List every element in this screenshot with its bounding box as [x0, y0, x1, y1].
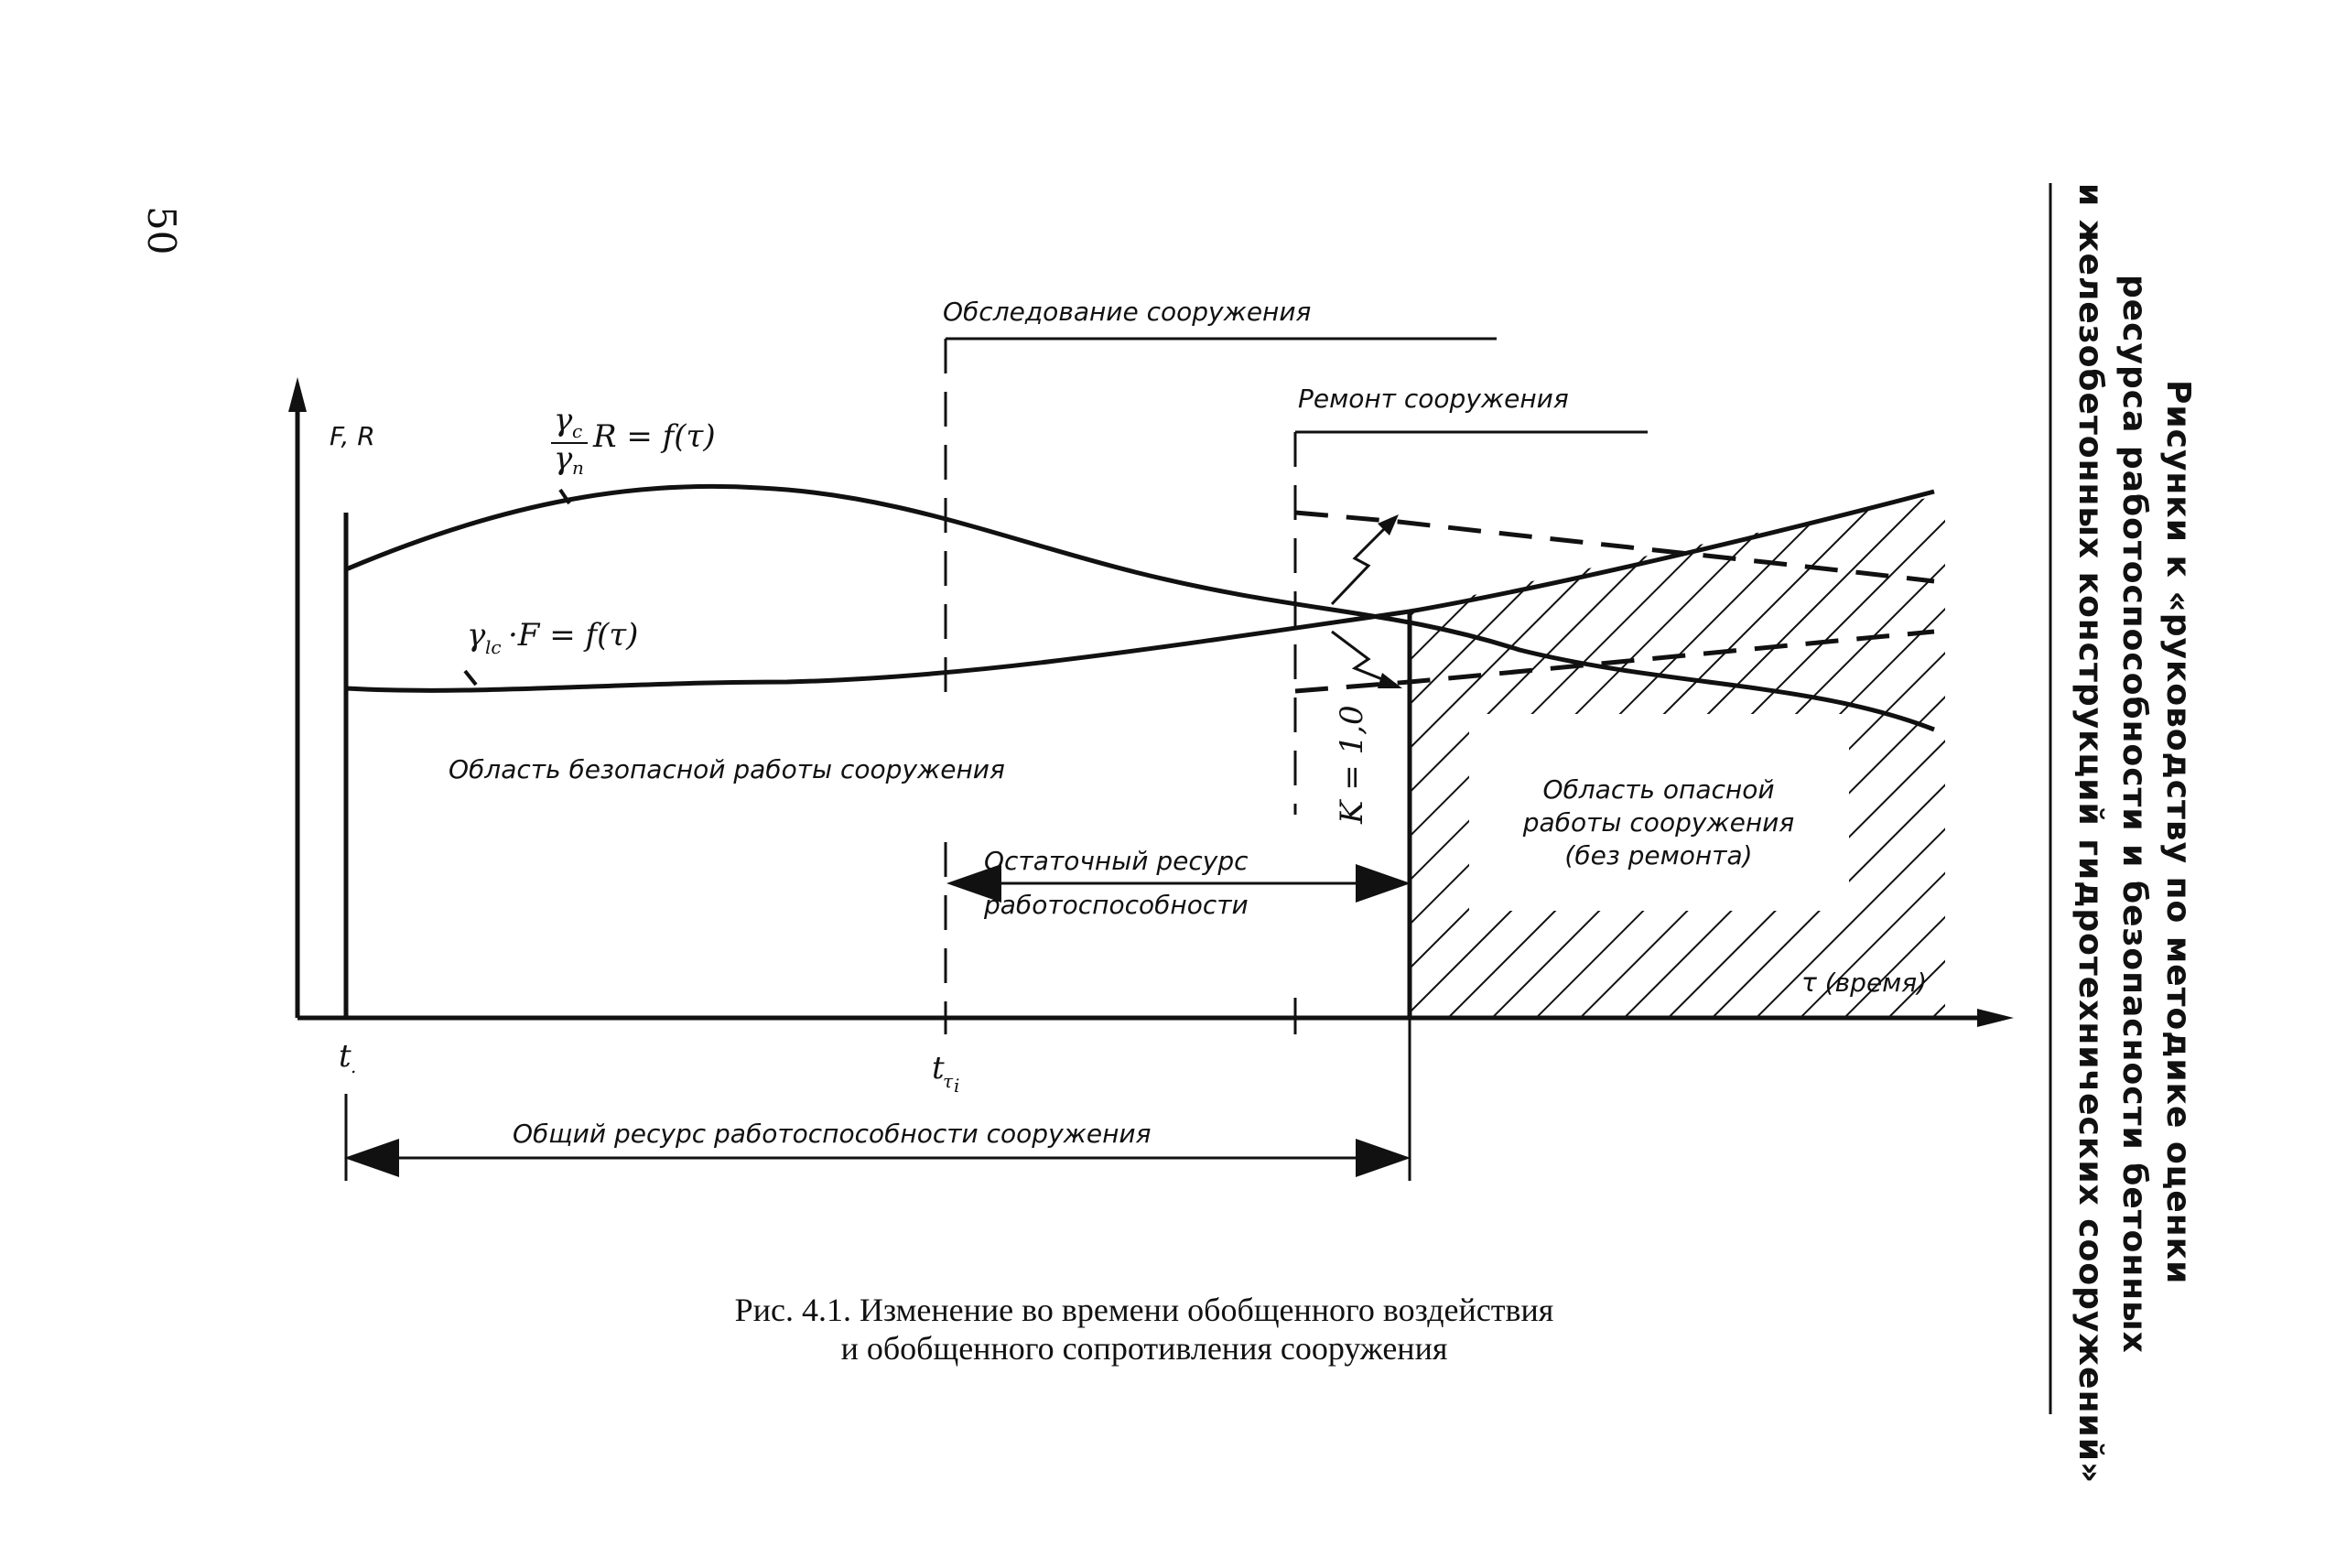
residual-label: Остаточный ресурс работоспособности	[983, 846, 1249, 920]
svg-text:работы сооружения: работы сооружения	[1522, 807, 1794, 838]
survey-label: Обследование сооружения	[943, 297, 1311, 327]
svg-text:·F = f(τ): ·F = f(τ)	[508, 617, 638, 654]
x-axis-arrow	[1977, 1009, 2014, 1027]
side-title: Рисунки к «руководству по методике оценк…	[2049, 183, 2197, 1484]
svg-text:(без ремонта): (без ремонта)	[1564, 840, 1752, 871]
repair-label: Ремонт сооружения	[1298, 384, 1569, 414]
repaired-resistance	[1294, 510, 1935, 584]
svg-text:γ: γ	[554, 402, 573, 438]
total-label: Общий ресурс работоспособности сооружени…	[513, 1119, 1151, 1149]
t0-tick-label: t .	[339, 1038, 356, 1077]
k-label: K = 1,0	[1334, 705, 1370, 825]
figure-caption: Рис. 4.1. Изменение во времени обобщенно…	[641, 1291, 1648, 1368]
resistance-label: γ c γ n R = f(τ)	[551, 402, 716, 505]
svg-text:n: n	[572, 457, 584, 479]
x-axis-label: τ (время)	[1801, 968, 1927, 998]
k-arrow-top	[1330, 518, 1395, 606]
side-title-line3: и железобетонных конструкций гидротехнич…	[2071, 183, 2109, 1484]
svg-text:Остаточный ресурс: Остаточный ресурс	[984, 846, 1249, 876]
y-axis-arrow	[288, 377, 307, 412]
svg-text:t: t	[339, 1038, 351, 1075]
side-title-line2: ресурса работоспособности и безопасности…	[2115, 275, 2153, 1354]
svg-text:.: .	[351, 1055, 356, 1077]
svg-text:γ: γ	[554, 440, 573, 477]
page-number: 50	[139, 206, 184, 254]
svg-text:lc: lc	[485, 636, 502, 658]
svg-text:i: i	[954, 1075, 959, 1097]
side-title-line1: Рисунки к «руководству по методике оценк…	[2159, 380, 2197, 1284]
caption-line2: и обобщенного сопротивления сооружения	[840, 1330, 1448, 1367]
svg-text:γ: γ	[467, 617, 486, 654]
svg-text:работоспособности: работоспособности	[983, 890, 1249, 920]
svg-text:t: t	[932, 1050, 945, 1087]
svg-text:τ: τ	[943, 1070, 954, 1092]
safe-region-label: Область безопасной работы сооружения	[449, 754, 1005, 784]
svg-text:Область опасной: Область опасной	[1542, 774, 1774, 805]
action-label: γ lc ·F = f(τ)	[463, 617, 638, 687]
danger-region-label: Область опасной работы сооружения (без р…	[1522, 774, 1794, 871]
svg-text:R = f(τ): R = f(τ)	[592, 418, 716, 455]
danger-region-hatch	[1410, 494, 1945, 1016]
repaired-action	[1294, 629, 1935, 694]
y-axis-label: F, R	[330, 421, 375, 451]
caption-line1: Рис. 4.1. Изменение во времени обобщенно…	[734, 1292, 1554, 1328]
resistance-curve	[345, 483, 1935, 732]
k-arrow-bottom	[1331, 630, 1397, 687]
ttau-tick-label: t τ i	[932, 1050, 959, 1097]
action-curve	[345, 489, 1935, 693]
svg-text:c: c	[572, 420, 582, 442]
